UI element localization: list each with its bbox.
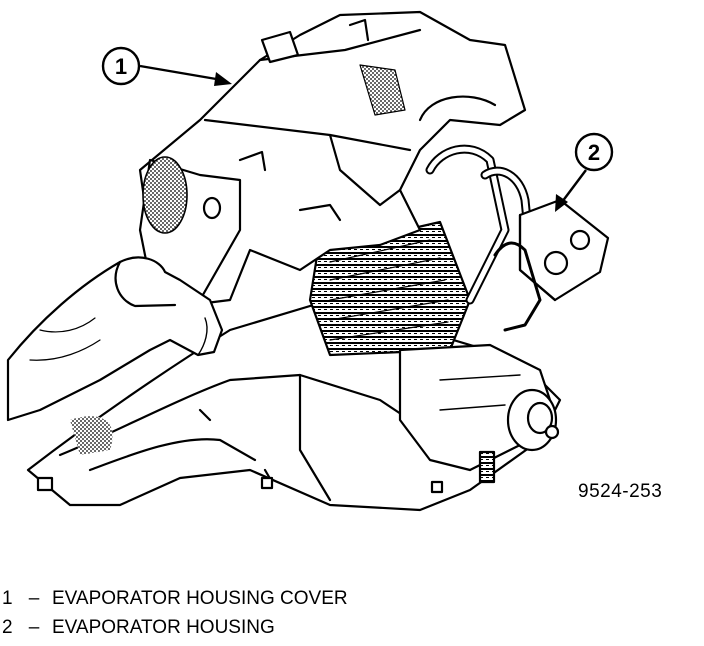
expansion-valve-block: [493, 198, 610, 332]
legend-number: 1: [2, 588, 13, 609]
legend-item-1: 1–EVAPORATOR HOUSING COVER: [2, 584, 348, 613]
duct-shading: [70, 416, 113, 455]
callout-2: 2: [555, 132, 614, 212]
legend-label: EVAPORATOR HOUSING COVER: [52, 588, 348, 609]
heater-core-pipes: [425, 144, 535, 305]
legend-number: 2: [2, 617, 13, 638]
evaporator-core: [308, 220, 472, 357]
callout-2-number: 2: [588, 140, 600, 165]
callout-1-number: 1: [115, 54, 127, 79]
figure-id: 9524-253: [578, 481, 663, 502]
blower-duct: [138, 156, 242, 307]
legend-item-2: 2–EVAPORATOR HOUSING: [2, 613, 348, 642]
blend-door-actuator: [506, 388, 560, 452]
legend-separator: –: [28, 588, 40, 609]
legend: 1–EVAPORATOR HOUSING COVER 2–EVAPORATOR …: [2, 584, 348, 642]
technician-hand: [6, 256, 224, 422]
legend-label: EVAPORATOR HOUSING: [52, 617, 275, 638]
callout-1: 1: [101, 46, 232, 86]
legend-separator: –: [28, 617, 40, 638]
